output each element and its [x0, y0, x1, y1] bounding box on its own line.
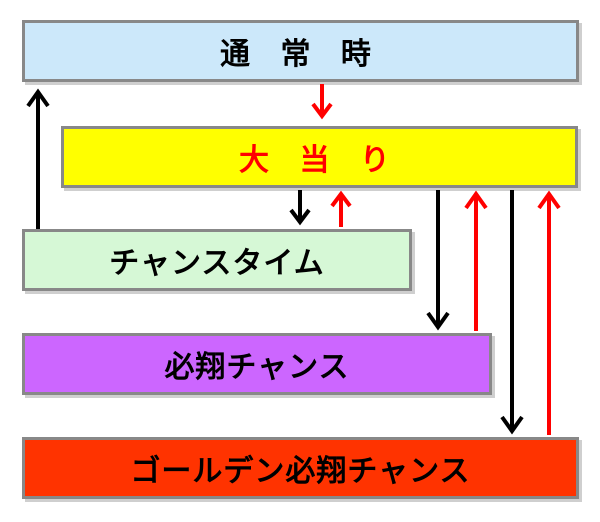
arrow-chance-to-jackpot-head — [330, 190, 352, 208]
arrow-jackpot-to-chance-head — [289, 208, 311, 226]
state-hisshou-chance-label: 必翔チャンス — [164, 350, 350, 385]
state-golden-hisshou-chance: ゴールデン必翔チャンス — [22, 437, 579, 499]
state-chance-time-label: チャンスタイム — [109, 246, 325, 281]
state-normal: 通 常 時 — [22, 20, 579, 82]
state-chance-time: チャンスタイム — [22, 229, 412, 291]
state-hisshou-chance: 必翔チャンス — [22, 333, 492, 395]
arrow-normal-to-jackpot-head — [311, 102, 333, 120]
arrow-jackpot-to-golden-head — [500, 415, 524, 435]
arrow-hisshou-to-jackpot-head — [464, 190, 488, 210]
state-jackpot: 大 当 り — [61, 126, 578, 188]
state-golden-hisshou-chance-label: ゴールデン必翔チャンス — [130, 454, 471, 489]
state-normal-label: 通 常 時 — [220, 37, 381, 72]
arrow-chance-to-normal-head — [26, 88, 50, 108]
arrow-jackpot-to-hisshou-head — [426, 311, 450, 331]
arrow-golden-to-jackpot-head — [537, 190, 561, 210]
state-jackpot-label: 大 当 り — [239, 143, 400, 178]
